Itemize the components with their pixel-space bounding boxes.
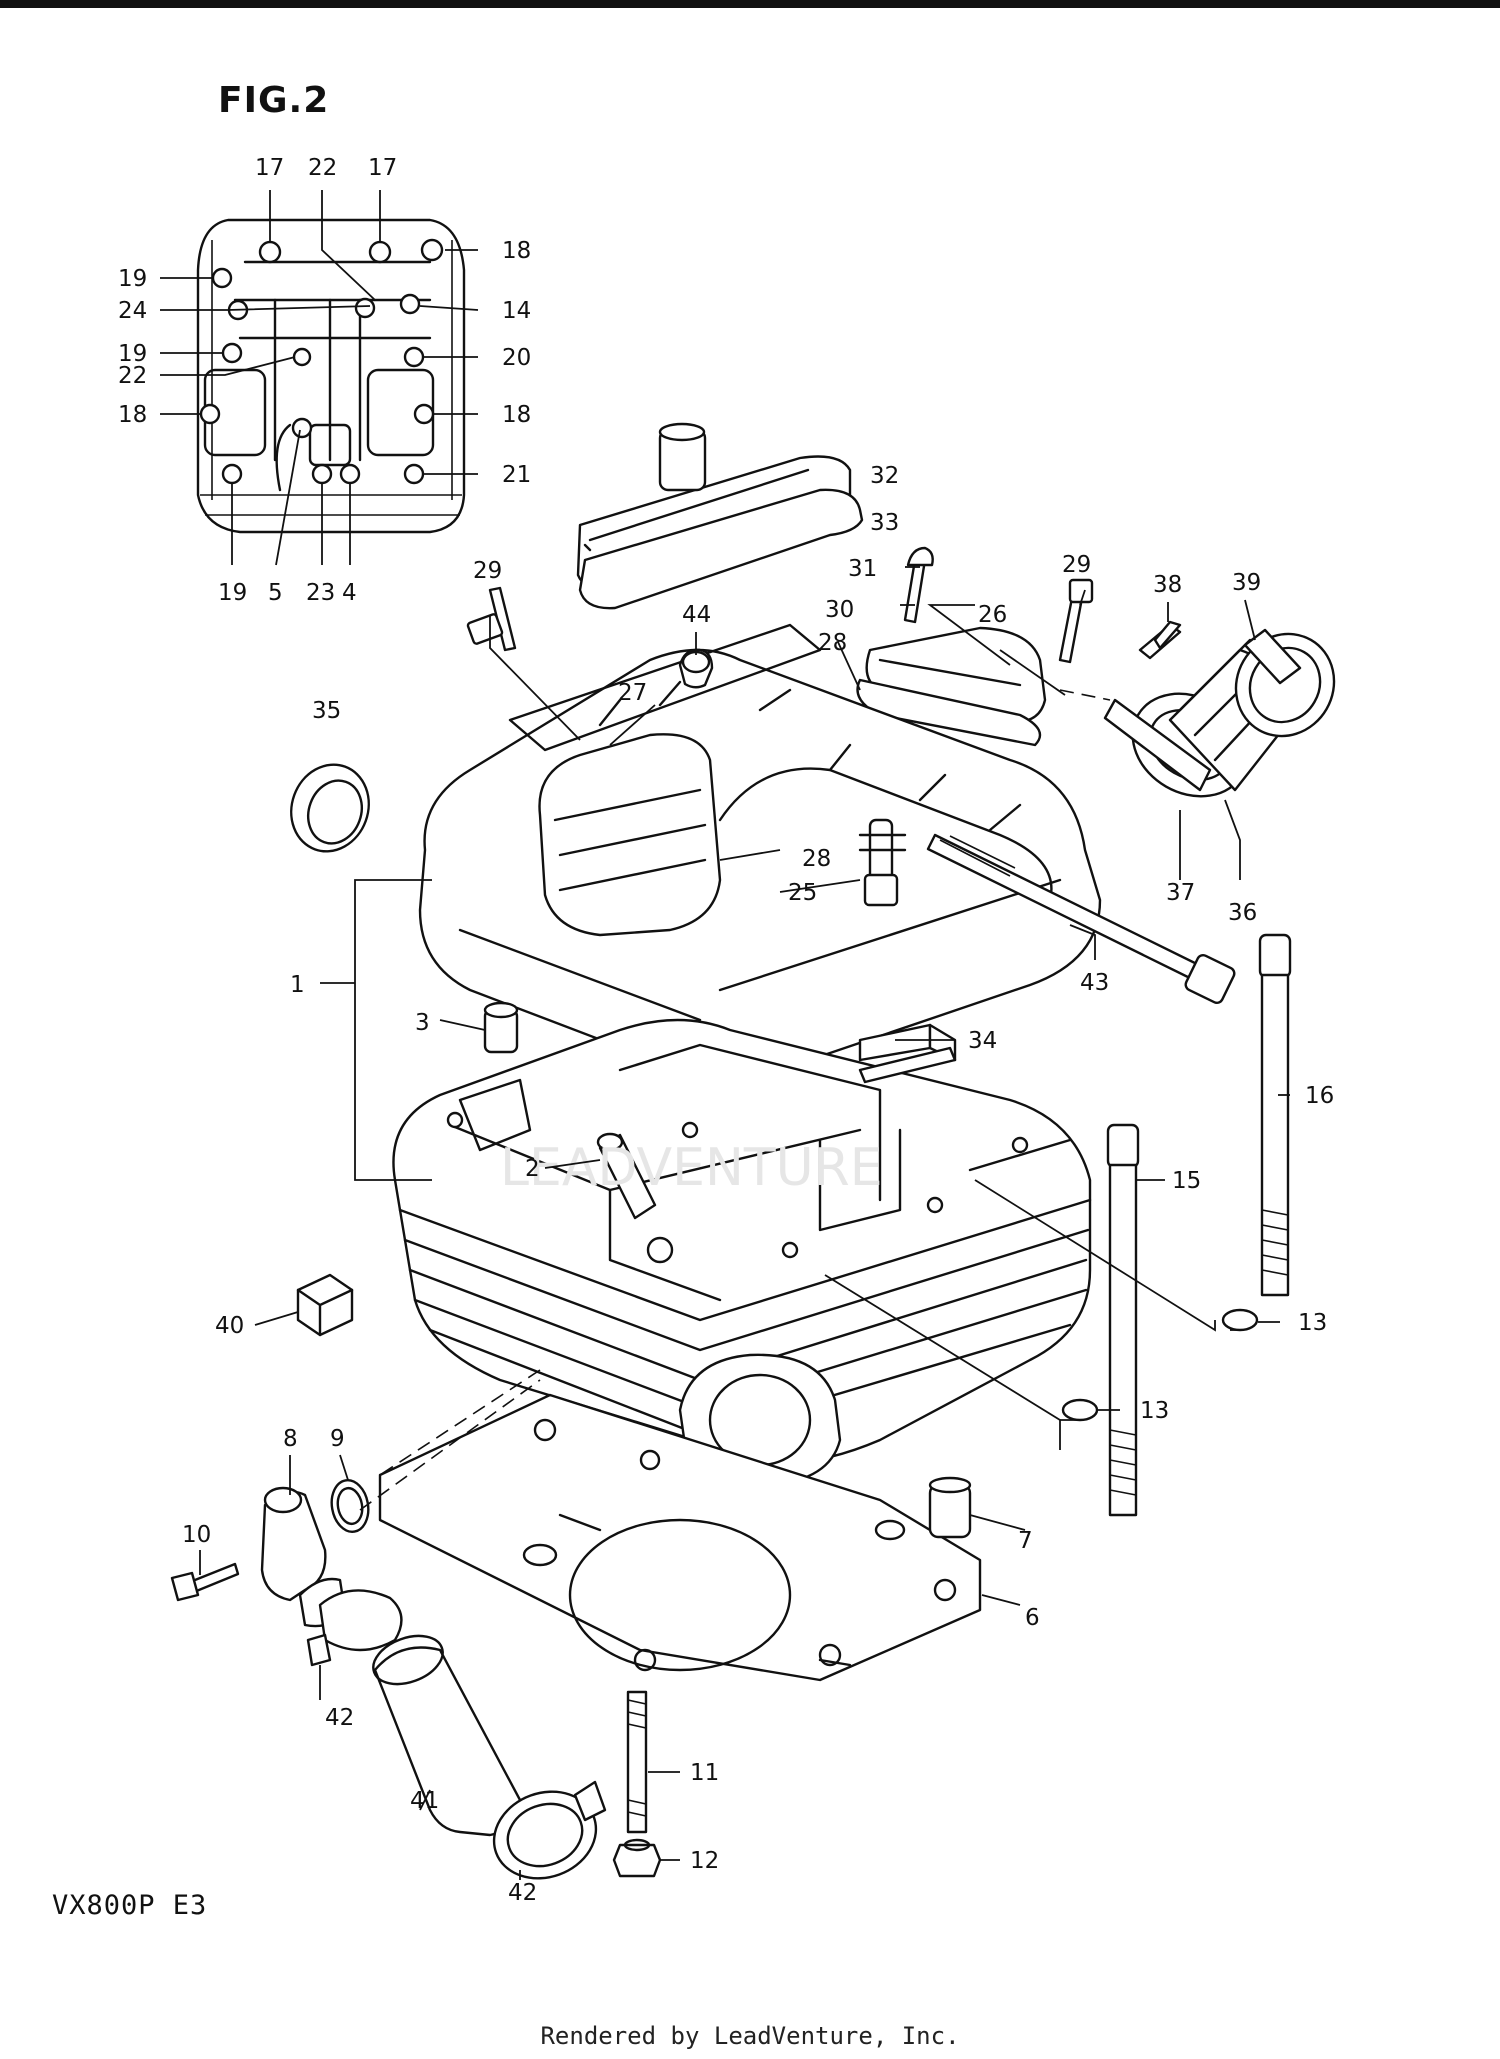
callout-19c: 19 <box>218 580 247 606</box>
callout-10: 10 <box>182 1522 211 1548</box>
callout-25: 25 <box>788 880 817 906</box>
callout-16: 16 <box>1305 1083 1334 1109</box>
callout-42b: 42 <box>508 1880 537 1906</box>
callout-18c: 18 <box>502 402 531 428</box>
callout-39: 39 <box>1232 570 1261 596</box>
assembly-line-3 <box>1059 689 1111 701</box>
callout-5: 5 <box>268 580 283 606</box>
part-long-bolt-43 <box>926 833 1236 1005</box>
callout-labels: 17 22 17 18 19 24 14 19 20 22 18 18 21 1… <box>118 155 1334 1906</box>
part-rear-valve-cover <box>576 422 864 610</box>
inset-head-top-view <box>196 218 466 534</box>
callout-40: 40 <box>215 1313 244 1339</box>
callout-3: 3 <box>415 1010 430 1036</box>
callout-4: 4 <box>342 580 357 606</box>
leader-lines <box>160 190 1290 1880</box>
callout-28b: 28 <box>802 846 831 872</box>
part-head-gasket <box>378 1393 982 1682</box>
callout-33: 33 <box>870 510 899 536</box>
part-block-40 <box>296 1273 354 1337</box>
callout-8: 8 <box>283 1426 298 1452</box>
callout-31: 31 <box>848 556 877 582</box>
callout-18b: 18 <box>118 402 147 428</box>
callout-17b: 17 <box>368 155 397 181</box>
callout-36: 36 <box>1228 900 1257 926</box>
callout-13a: 13 <box>1298 1310 1327 1336</box>
callout-43: 43 <box>1080 970 1109 996</box>
model-code: VX800P E3 <box>52 1890 208 1921</box>
callout-38: 38 <box>1153 572 1182 598</box>
callout-37: 37 <box>1166 880 1195 906</box>
callout-22b: 22 <box>118 363 147 389</box>
assembly-line-1 <box>379 1369 541 1476</box>
callout-7: 7 <box>1018 1528 1033 1554</box>
callout-42a: 42 <box>325 1705 354 1731</box>
watermark-text: LEADVENTURE <box>500 1138 883 1198</box>
callout-29b: 29 <box>1062 552 1091 578</box>
figure-title: FIG.2 <box>218 80 330 121</box>
callout-2: 2 <box>525 1156 540 1182</box>
part-stud-11-nut-12 <box>612 1690 662 1878</box>
callout-27: 27 <box>618 680 647 706</box>
callout-20: 20 <box>502 345 531 371</box>
part-stud-bolts <box>1061 933 1292 1517</box>
part-seal <box>290 763 370 853</box>
callout-22a: 22 <box>308 155 337 181</box>
part-small-cover <box>466 546 1094 747</box>
part-cylinder-head <box>392 1001 1092 1487</box>
callout-32: 32 <box>870 463 899 489</box>
part-head-cover <box>418 623 1102 1079</box>
callout-13b: 13 <box>1140 1398 1169 1424</box>
assembly-line-2 <box>359 1379 541 1511</box>
callout-9: 9 <box>330 1426 345 1452</box>
callout-18a: 18 <box>502 238 531 264</box>
callout-19a: 19 <box>118 266 147 292</box>
callout-12: 12 <box>690 1848 719 1874</box>
callout-14: 14 <box>502 298 531 324</box>
callout-11: 11 <box>690 1760 719 1786</box>
footer-credit: Rendered by LeadVenture, Inc. <box>540 2022 960 2050</box>
callout-28a: 28 <box>818 630 847 656</box>
callout-26: 26 <box>978 602 1007 628</box>
callout-30: 30 <box>825 597 854 623</box>
callout-24: 24 <box>118 298 147 324</box>
part-water-outlet <box>170 1479 607 1880</box>
top-border-rule <box>0 0 1500 8</box>
callout-23: 23 <box>306 580 335 606</box>
callout-34: 34 <box>968 1028 997 1054</box>
callout-21: 21 <box>502 462 531 488</box>
callout-35: 35 <box>312 698 341 724</box>
callout-6: 6 <box>1025 1605 1040 1631</box>
callout-44: 44 <box>682 602 711 628</box>
callout-17a: 17 <box>255 155 284 181</box>
callout-41: 41 <box>410 1788 439 1814</box>
part-intake-pipe <box>1103 620 1336 798</box>
callout-15: 15 <box>1172 1168 1201 1194</box>
callout-29a: 29 <box>473 558 502 584</box>
callout-1: 1 <box>290 972 305 998</box>
callout-19b: 19 <box>118 341 147 367</box>
